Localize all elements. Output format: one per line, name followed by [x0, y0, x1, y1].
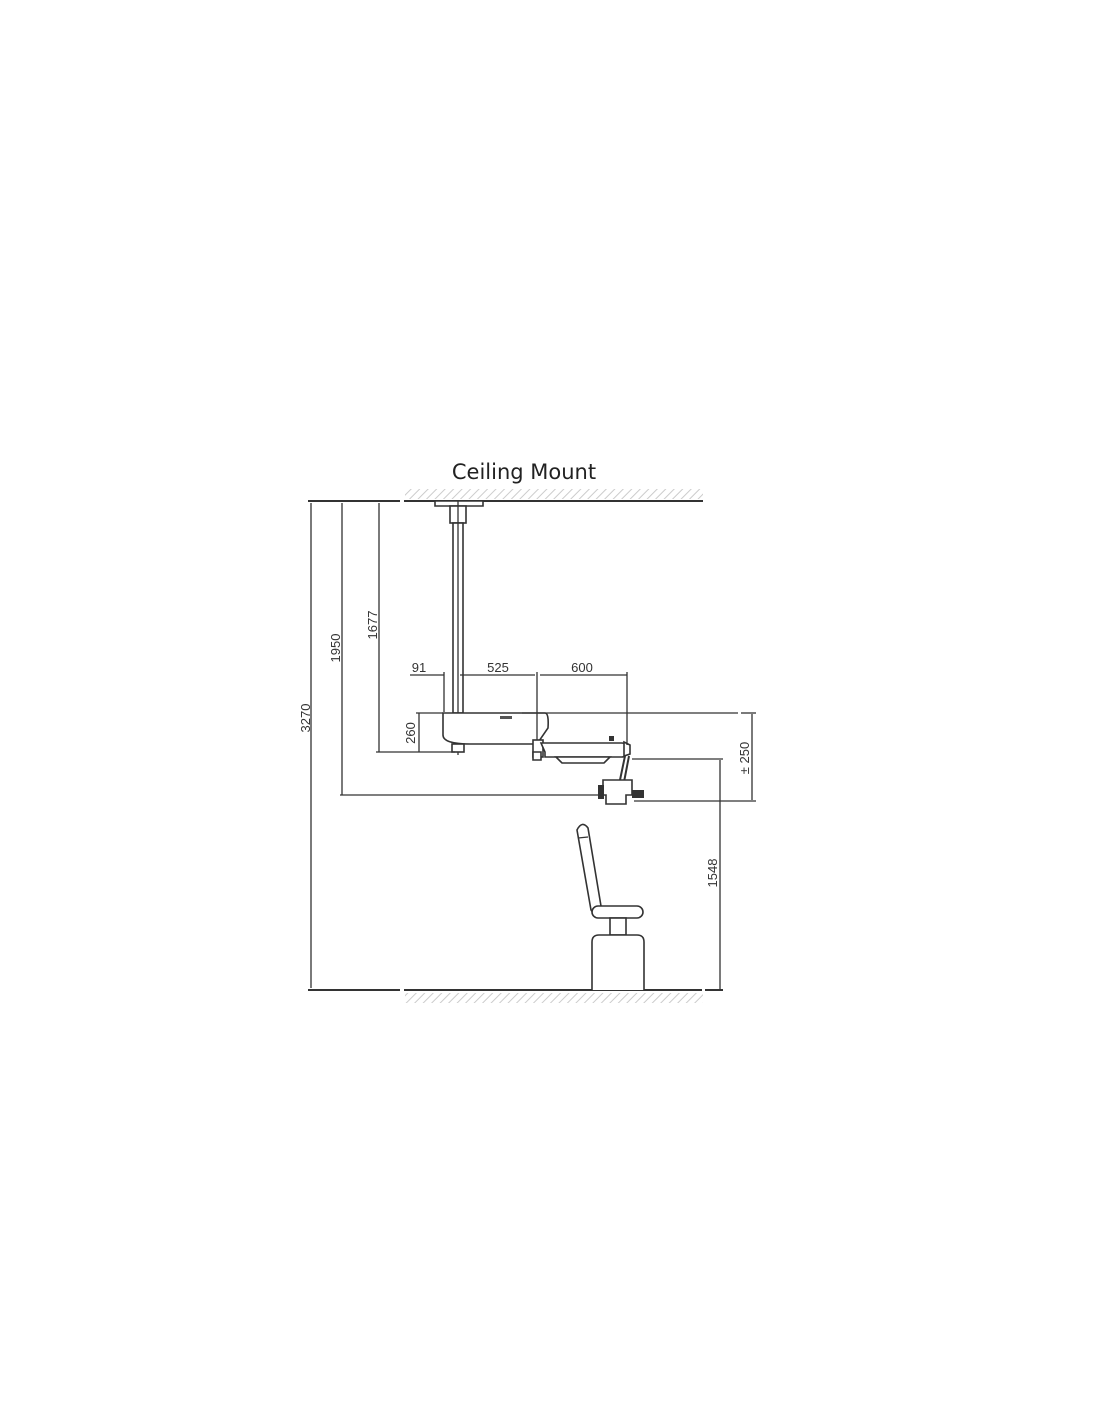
dim-260: 260 — [403, 722, 418, 744]
ceiling — [308, 489, 703, 502]
dim-525: 525 — [487, 660, 509, 675]
microscope-mount — [434, 500, 644, 805]
dim-1950: 1950 — [328, 634, 343, 663]
diagram-title: Ceiling Mount — [452, 460, 596, 484]
dim-1548: 1548 — [705, 859, 720, 888]
patient-chair — [576, 823, 645, 990]
dim-91: 91 — [412, 660, 426, 675]
dim-250: ± 250 — [737, 742, 752, 774]
floor — [308, 989, 723, 1003]
dim-600: 600 — [571, 660, 593, 675]
dim-3270: 3270 — [298, 704, 313, 733]
dim-1677: 1677 — [365, 611, 380, 640]
dimension-lines — [310, 503, 756, 989]
